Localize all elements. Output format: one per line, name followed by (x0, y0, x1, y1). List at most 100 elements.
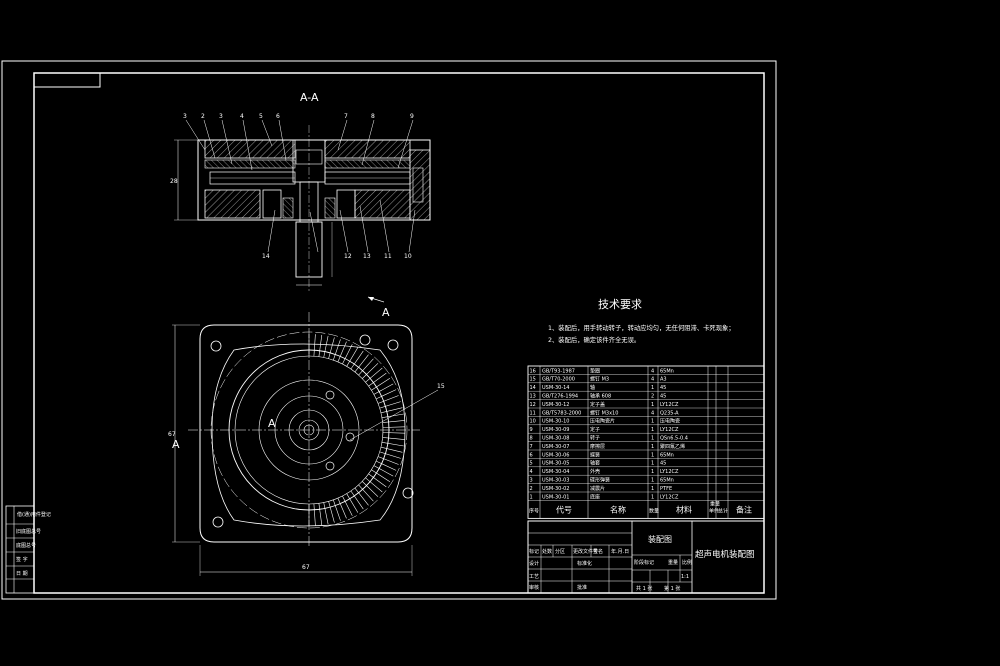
bom-cell: QSn6.5-0.4 (660, 436, 688, 442)
dim-left: 67 (168, 431, 176, 438)
bom-cell: USM-30-06 (542, 452, 569, 458)
bom-cell: USM-30-03 (542, 478, 569, 484)
bom-cell: 螺钉 M3 (590, 376, 609, 383)
tb-design: 设计 (529, 560, 539, 567)
bom-cell: 4 (651, 410, 654, 416)
stator-tooth (318, 503, 323, 526)
stator-tooth (381, 442, 404, 447)
stator-tooth (337, 497, 347, 519)
balloon-10: 10 (404, 253, 412, 260)
section-marker-top: A (382, 306, 390, 319)
stator-tooth (371, 469, 391, 482)
stator-tooth (361, 363, 379, 379)
bom-cell: GB/T276-1994 (542, 394, 578, 400)
drawing-type: 装配图 (648, 534, 672, 544)
bom-cell: 蝶簧 (590, 451, 600, 458)
bom-cell: GB/T93-1987 (542, 368, 575, 374)
bom-cell: GB/T5783-2000 (542, 410, 581, 416)
bom-cell: 1 (651, 478, 654, 484)
bom-header-cell: 代号 (556, 504, 572, 514)
bom-cell: 底座 (590, 493, 600, 500)
title-block: 装配图 超声电机装配图 标记 处数 分区 更改文件号 签名 年.月.日 设计 标… (527, 520, 765, 594)
bom-cell: 1 (651, 486, 654, 492)
stator-tooth (368, 473, 387, 488)
bom-cell: 1 (651, 402, 654, 408)
bom-cell: 8 (530, 436, 533, 442)
bom-cell: 1 (530, 494, 533, 500)
bom-cell: 7 (530, 444, 533, 450)
tech-line-2: 2、装配后，确定该件齐全无误。 (548, 335, 640, 344)
balloon-5: 5 (259, 113, 263, 120)
tb-approve: 批准 (577, 584, 587, 591)
bom-cell: USM-30-01 (542, 494, 569, 500)
bom-cell: LY12CZ (660, 469, 679, 475)
bom-cell: Q235-A (660, 410, 679, 416)
bom-header-cell: 总计 (718, 507, 728, 514)
bom-cell: 1 (651, 385, 654, 391)
tb-review: 审核 (529, 584, 539, 591)
bom-cell: 1 (651, 419, 654, 425)
bom-cell: 2 (530, 486, 533, 492)
bom-cell: USM-30-07 (542, 444, 569, 450)
stator-tooth (382, 426, 405, 428)
stator-tooth (371, 378, 391, 391)
bom-cell: 1 (651, 444, 654, 450)
bom-cell: 压电陶瓷片 (590, 418, 615, 425)
bom-cell: 5 (530, 461, 533, 467)
sidebar-label-2: 旧底图总号 (16, 528, 41, 535)
stator-teeth (308, 334, 405, 526)
bom-cell: GB/T70-2000 (542, 377, 575, 383)
stator-tooth (379, 401, 401, 409)
bom-cell: 定子 (590, 426, 600, 433)
bom-cell: 4 (651, 368, 654, 374)
stator-tooth (346, 493, 359, 513)
bom-cell: 1 (651, 494, 654, 500)
bom-cell: 轴 (590, 384, 595, 391)
bom-cell: 垫圈 (590, 367, 600, 374)
stator-tooth (342, 344, 353, 365)
bom-header-cell: 单件 (709, 507, 719, 514)
bom-cell: 4 (530, 469, 533, 475)
dim-bottom: 67 (302, 564, 310, 571)
section-marker-center: A (268, 417, 276, 430)
tb-scale-value: 1:1 (681, 574, 689, 580)
technical-requirements: 技术要求 1、装配后，用手转动转子，转动应均匀，无任何阻滞、卡死现象； 2、装配… (548, 298, 735, 344)
sidebar-label-4: 签 字 (16, 556, 28, 563)
bom-cell: 1 (651, 452, 654, 458)
tech-title: 技术要求 (598, 298, 642, 311)
balloon-15: 15 (437, 383, 445, 390)
bom-cell: USM-30-08 (542, 436, 569, 442)
section-title: A-A (300, 91, 319, 104)
sidebar-label-5: 日 期 (16, 571, 28, 577)
balloon-13: 13 (363, 253, 371, 260)
stator-tooth (354, 487, 369, 506)
bom-cell: 4 (651, 377, 654, 383)
bom-cell: USM-30-02 (542, 486, 569, 492)
balloon-2: 2 (201, 113, 205, 120)
section-view-aa: A-A (170, 91, 431, 292)
bom-header-weight: 重量 (710, 500, 720, 507)
bom-cell: 聚四氟乙烯 (660, 443, 685, 450)
tb-sheet-no: 第 1 张 (664, 585, 680, 592)
bom-cell: 螺钉 M3x10 (590, 409, 618, 416)
stator-tooth (380, 407, 403, 414)
bom-cell: 10 (530, 419, 536, 425)
bom-cell: 11 (530, 410, 536, 416)
stator-tooth (375, 460, 397, 471)
bom-cell: 压电陶瓷 (660, 418, 680, 425)
stator-tooth (342, 495, 353, 516)
plan-view: 67 67 A A A 15 (168, 296, 445, 576)
stator-tooth (354, 354, 369, 373)
balloon-6: 6 (276, 113, 280, 120)
bom-header-cell: 备注 (736, 504, 752, 514)
bom-cell: 45 (660, 394, 666, 400)
bom-cell: 1 (651, 461, 654, 467)
stator-tooth (323, 502, 329, 525)
balloon-4: 4 (240, 113, 244, 120)
stator-tooth (350, 350, 364, 370)
bom-cell: 减震片 (590, 485, 605, 492)
tb-weight: 重量 (668, 559, 678, 566)
bom-cell: 65Mn (660, 478, 674, 484)
